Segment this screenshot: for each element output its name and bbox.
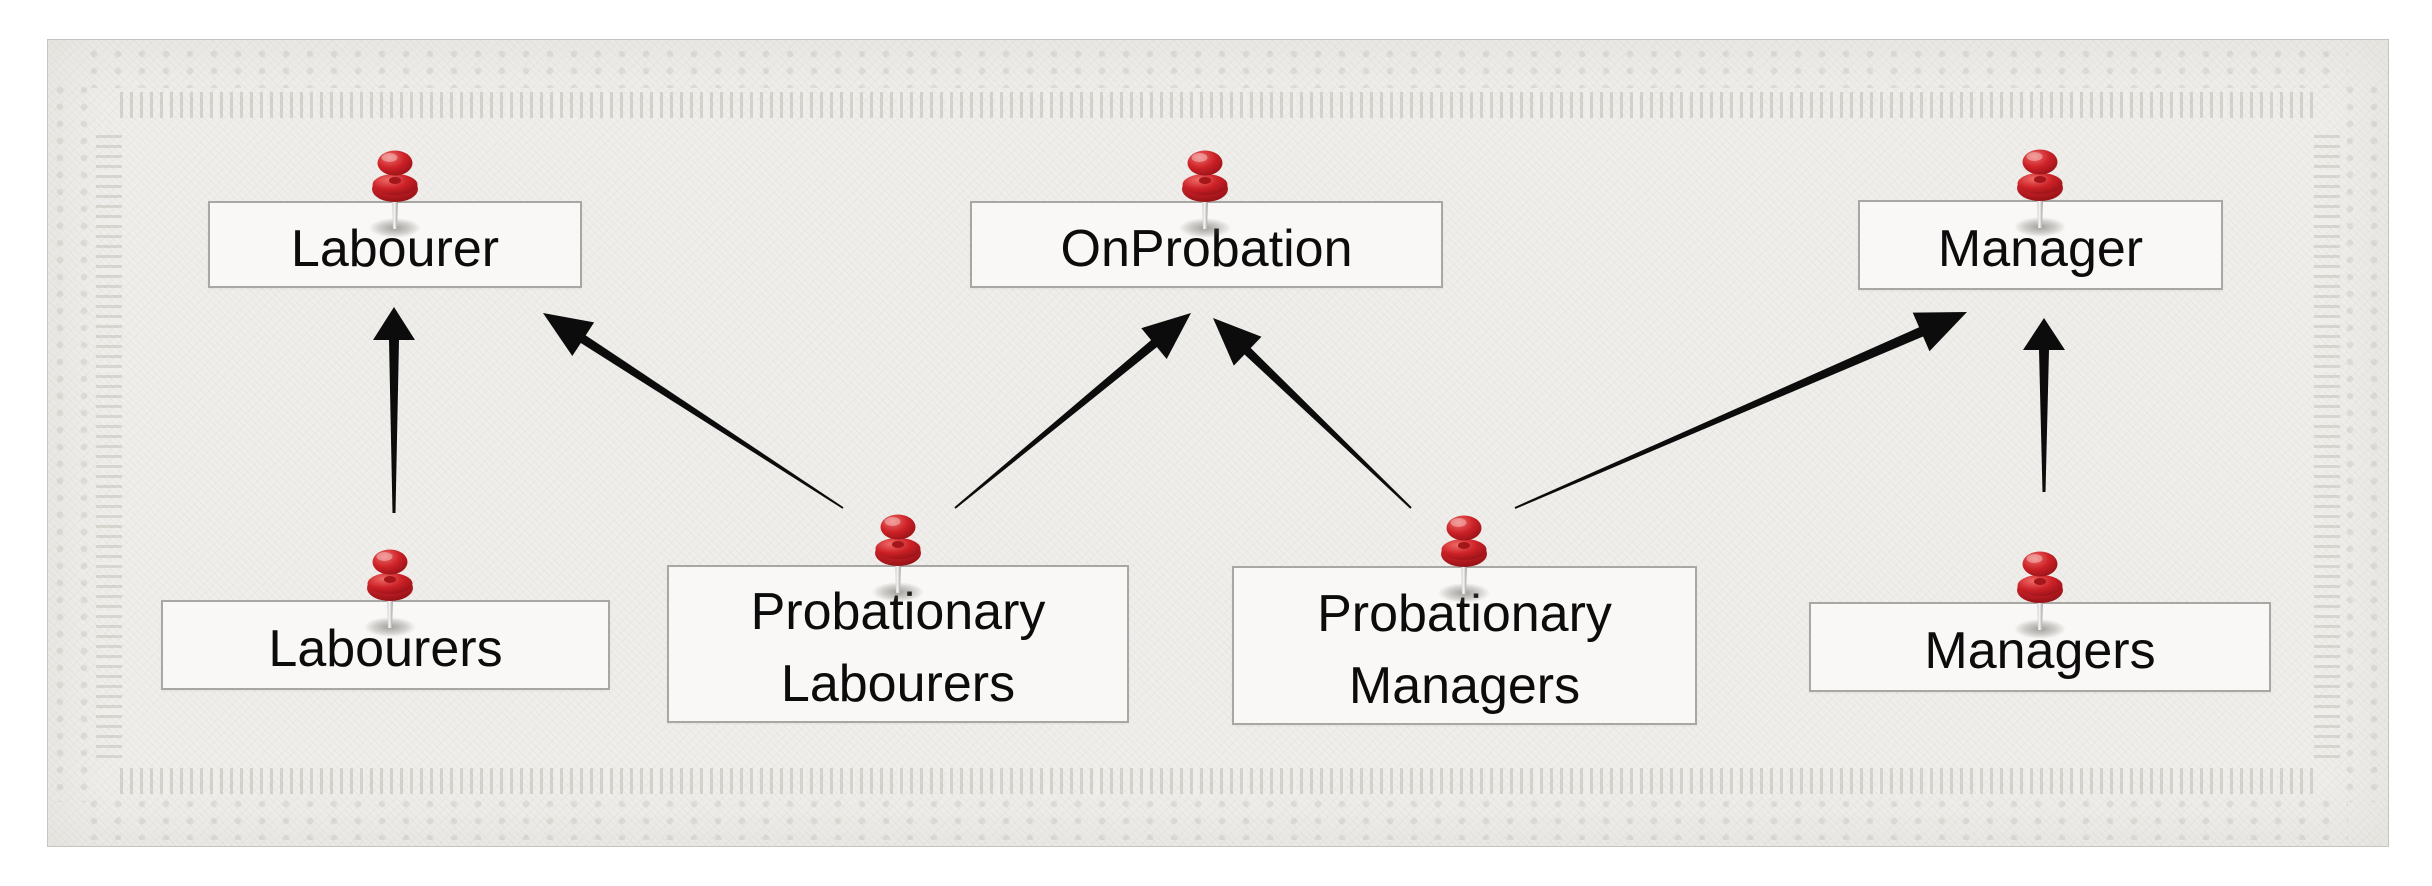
pushpin-icon <box>872 514 924 602</box>
pushpin-icon <box>364 549 416 637</box>
stitch-border-top <box>120 92 2316 118</box>
pushpin-icon <box>2014 551 2066 639</box>
stitch-border-bottom <box>120 768 2316 794</box>
node-managers[interactable]: Managers <box>1809 602 2271 692</box>
lace-border-right <box>2344 84 2382 802</box>
node-probationary-labourers-label: Probationary Labourers <box>750 583 1046 713</box>
pushpin-icon <box>2014 149 2066 237</box>
pushpin-icon <box>1438 515 1490 603</box>
lace-border-bottom <box>88 798 2348 840</box>
lace-border-left <box>54 84 92 802</box>
lace-border-top <box>88 48 2348 88</box>
pushpin-icon <box>369 150 421 238</box>
stitch-border-left <box>96 128 122 758</box>
pushpin-icon <box>1179 150 1231 238</box>
stitch-border-right <box>2314 128 2340 758</box>
node-labourers[interactable]: Labourers <box>161 600 610 690</box>
